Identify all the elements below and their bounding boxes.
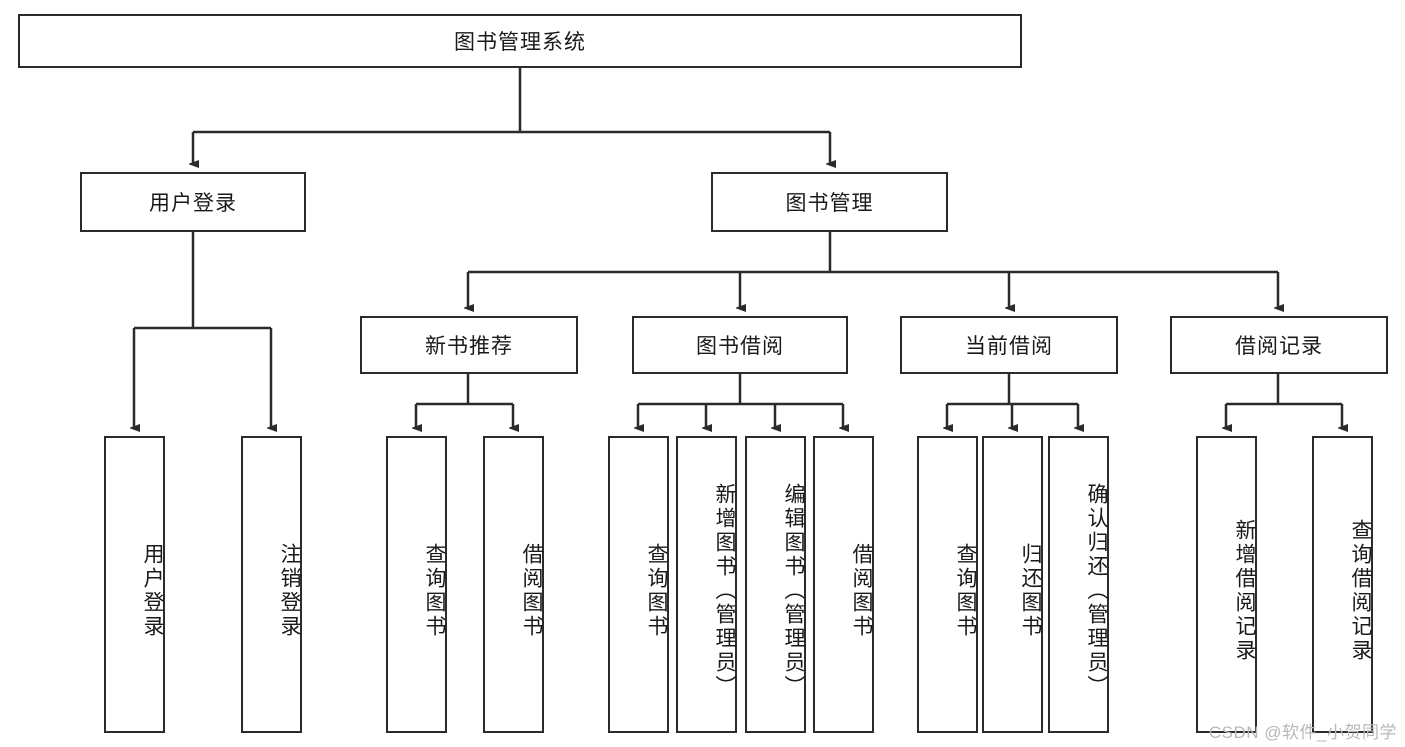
node-new-book-recommend[interactable]: 新书推荐 <box>360 316 578 374</box>
leaf-user-login[interactable]: 用户登录 <box>104 436 165 733</box>
leaf-confirm-return-admin-label: 确认归还（管理员） <box>1085 482 1108 699</box>
node-root[interactable]: 图书管理系统 <box>18 14 1022 68</box>
leaf-logout[interactable]: 注销登录 <box>241 436 302 733</box>
leaf-borrow-book-label: 借阅图书 <box>850 542 873 639</box>
leaf-edit-book-admin-label: 编辑图书（管理员） <box>782 482 805 699</box>
leaf-query-book-borrow[interactable]: 查询图书 <box>608 436 669 733</box>
node-borrow-record[interactable]: 借阅记录 <box>1170 316 1388 374</box>
leaf-add-book-admin[interactable]: 新增图书（管理员） <box>676 436 737 733</box>
node-current-borrow-label: 当前借阅 <box>965 335 1053 358</box>
node-user-login[interactable]: 用户登录 <box>80 172 306 232</box>
leaf-add-book-admin-label: 新增图书（管理员） <box>713 482 736 699</box>
csdn-watermark: CSDN @软件_小贺同学 <box>1208 723 1397 742</box>
leaf-query-borrow-record[interactable]: 查询借阅记录 <box>1312 436 1373 733</box>
leaf-return-book-label: 归还图书 <box>1019 542 1042 639</box>
leaf-query-book-current[interactable]: 查询图书 <box>917 436 978 733</box>
leaf-add-borrow-record[interactable]: 新增借阅记录 <box>1196 436 1257 733</box>
node-new-book-recommend-label: 新书推荐 <box>425 335 513 358</box>
node-book-borrow-label: 图书借阅 <box>696 335 784 358</box>
leaf-return-book[interactable]: 归还图书 <box>982 436 1043 733</box>
node-book-borrow[interactable]: 图书借阅 <box>632 316 848 374</box>
leaf-confirm-return-admin[interactable]: 确认归还（管理员） <box>1048 436 1109 733</box>
leaf-borrow-book-recommend[interactable]: 借阅图书 <box>483 436 544 733</box>
leaf-query-book-recommend[interactable]: 查询图书 <box>386 436 447 733</box>
node-book-management[interactable]: 图书管理 <box>711 172 948 232</box>
leaf-logout-label: 注销登录 <box>278 542 301 639</box>
leaf-add-borrow-record-label: 新增借阅记录 <box>1233 518 1256 663</box>
node-book-management-label: 图书管理 <box>785 192 874 215</box>
leaf-query-borrow-record-label: 查询借阅记录 <box>1349 518 1372 663</box>
leaf-edit-book-admin[interactable]: 编辑图书（管理员） <box>745 436 806 733</box>
leaf-query-book-borrow-label: 查询图书 <box>645 542 668 639</box>
leaf-user-login-label: 用户登录 <box>141 542 164 639</box>
leaf-borrow-book[interactable]: 借阅图书 <box>813 436 874 733</box>
leaf-query-book-recommend-label: 查询图书 <box>423 542 446 639</box>
node-current-borrow[interactable]: 当前借阅 <box>900 316 1118 374</box>
node-root-label: 图书管理系统 <box>454 31 586 54</box>
leaf-borrow-book-recommend-label: 借阅图书 <box>520 542 543 639</box>
leaf-query-book-current-label: 查询图书 <box>954 542 977 639</box>
node-borrow-record-label: 借阅记录 <box>1235 335 1323 358</box>
node-user-login-label: 用户登录 <box>149 192 237 215</box>
